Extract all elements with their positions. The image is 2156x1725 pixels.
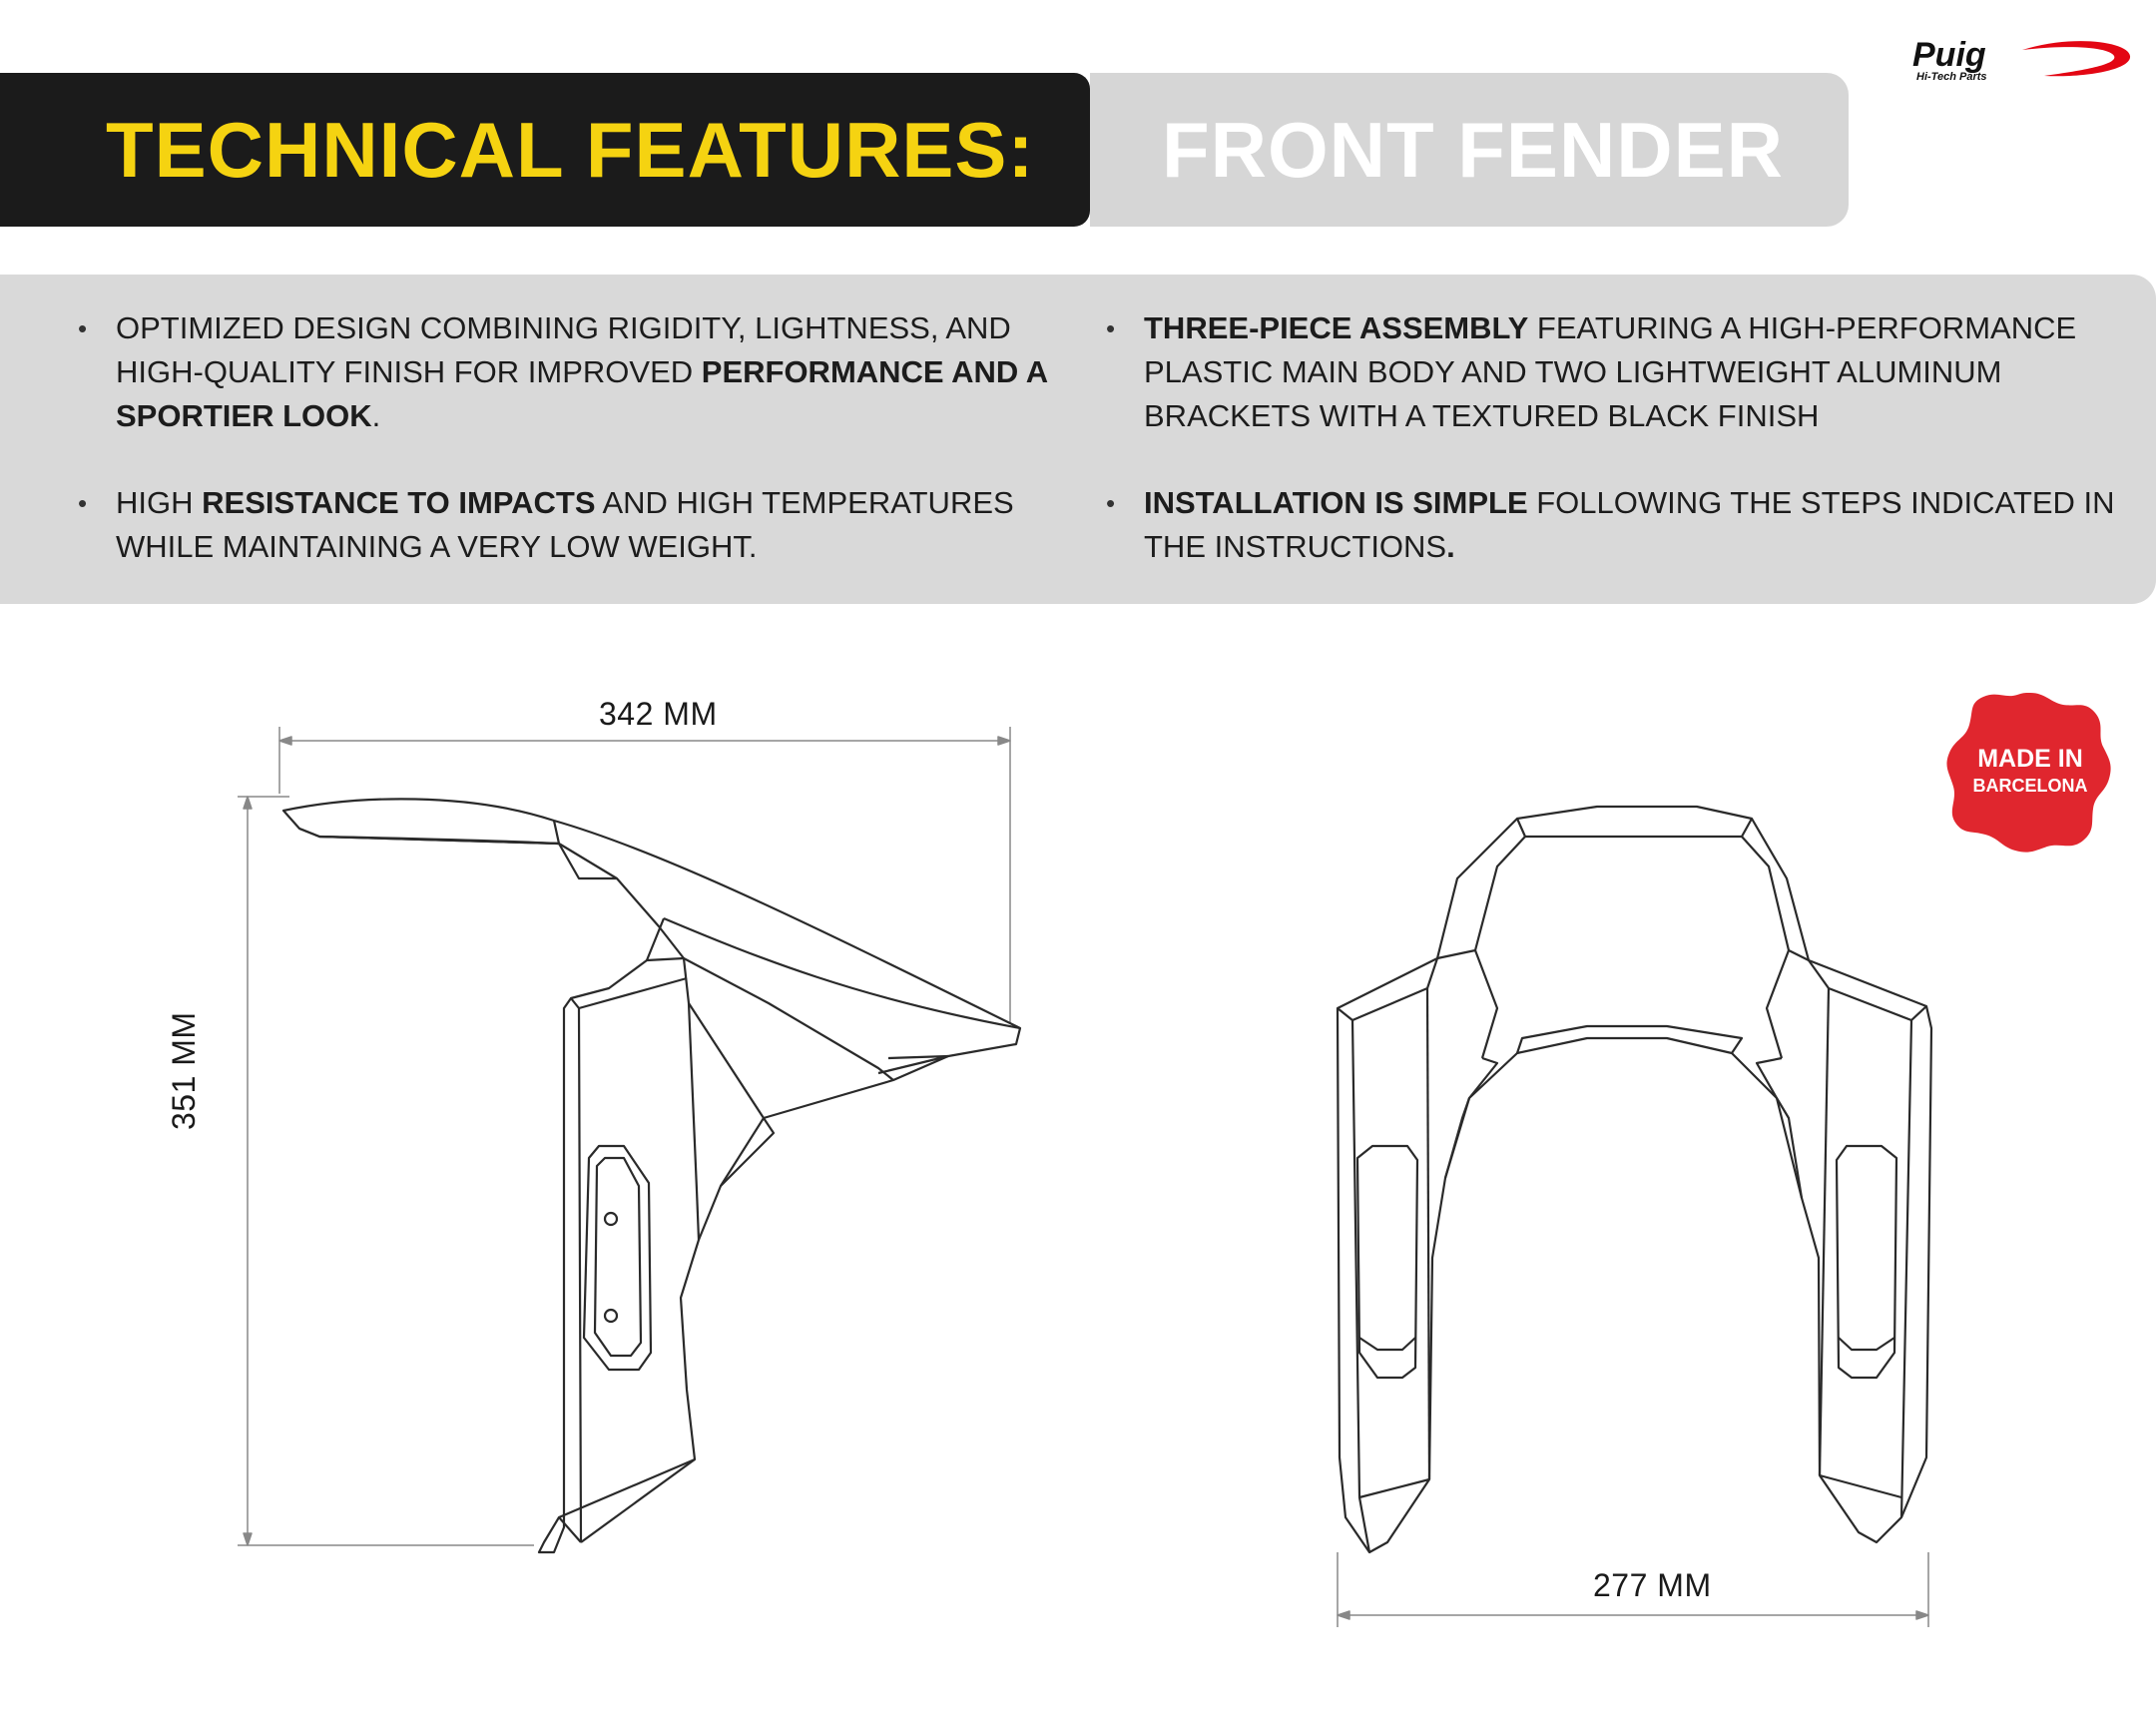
bullet: • bbox=[78, 488, 88, 518]
feature-resistance-text-b: AND HIGH TEMPERATURES WHILE MAINTAINING … bbox=[116, 485, 1014, 564]
badge-seal bbox=[1946, 693, 2111, 853]
side-view-fender bbox=[281, 798, 1022, 1554]
feature-design-bold: PERFORMANCE AND A SPORTIER LOOK bbox=[116, 354, 1047, 433]
side-height-dimension bbox=[238, 796, 534, 1546]
dimension-width-front: 277 MM bbox=[1593, 1567, 1712, 1603]
dimension-width-side: 342 MM bbox=[599, 696, 718, 732]
logo-brand: Puig bbox=[1912, 36, 1986, 74]
front-view-fender bbox=[1336, 805, 1933, 1554]
feature-design-end: . bbox=[371, 398, 381, 433]
feature-installation-bold: INSTALLATION IS SIMPLE bbox=[1144, 485, 1528, 520]
title-product-name: FRONT FENDER bbox=[1162, 105, 1784, 194]
side-width-dimension bbox=[278, 727, 1011, 1023]
feature-design-text: OPTIMIZED DESIGN COMBINING RIGIDITY, LIG… bbox=[116, 310, 1011, 389]
feature-resistance-text-a: HIGH bbox=[116, 485, 203, 520]
front-width-dimension bbox=[1337, 1552, 1929, 1627]
dimension-height-side: 351 MM bbox=[166, 1011, 202, 1130]
feature-installation-text: FOLLOWING THE STEPS INDICATED IN THE INS… bbox=[1144, 485, 2115, 564]
feature-resistance-bold: RESISTANCE TO IMPACTS bbox=[202, 485, 596, 520]
title-technical-features: TECHNICAL FEATURES: bbox=[106, 105, 1035, 194]
bullet: • bbox=[1106, 488, 1116, 518]
puig-logo: Puig Hi-Tech Parts bbox=[1912, 36, 2131, 83]
features-panel: • OPTIMIZED DESIGN COMBINING RIGIDITY, L… bbox=[0, 275, 2156, 604]
feature-assembly-bold: THREE-PIECE ASSEMBLY bbox=[1144, 310, 1529, 345]
bullet: • bbox=[1106, 313, 1116, 343]
feature-design: • OPTIMIZED DESIGN COMBINING RIGIDITY, L… bbox=[78, 306, 1074, 438]
feature-installation-end: . bbox=[1446, 529, 1455, 564]
title-right-panel: FRONT FENDER bbox=[1090, 73, 1849, 227]
badge-line1: MADE IN bbox=[1977, 745, 2083, 773]
feature-resistance: • HIGH RESISTANCE TO IMPACTS AND HIGH TE… bbox=[78, 481, 1074, 569]
made-in-barcelona-badge: MADE IN BARCELONA bbox=[1946, 693, 2111, 853]
bullet: • bbox=[78, 313, 88, 343]
feature-assembly: • THREE-PIECE ASSEMBLY FEATURING A HIGH-… bbox=[1106, 306, 2122, 438]
logo-swoosh bbox=[2022, 41, 2131, 77]
logo-tagline: Hi-Tech Parts bbox=[1916, 71, 1987, 83]
badge-line2: BARCELONA bbox=[1973, 776, 2088, 796]
title-left-panel: TECHNICAL FEATURES: bbox=[0, 73, 1090, 227]
feature-installation: • INSTALLATION IS SIMPLE FOLLOWING THE S… bbox=[1106, 481, 2132, 569]
feature-assembly-text: FEATURING A HIGH-PERFORMANCE PLASTIC MAI… bbox=[1144, 310, 2077, 433]
